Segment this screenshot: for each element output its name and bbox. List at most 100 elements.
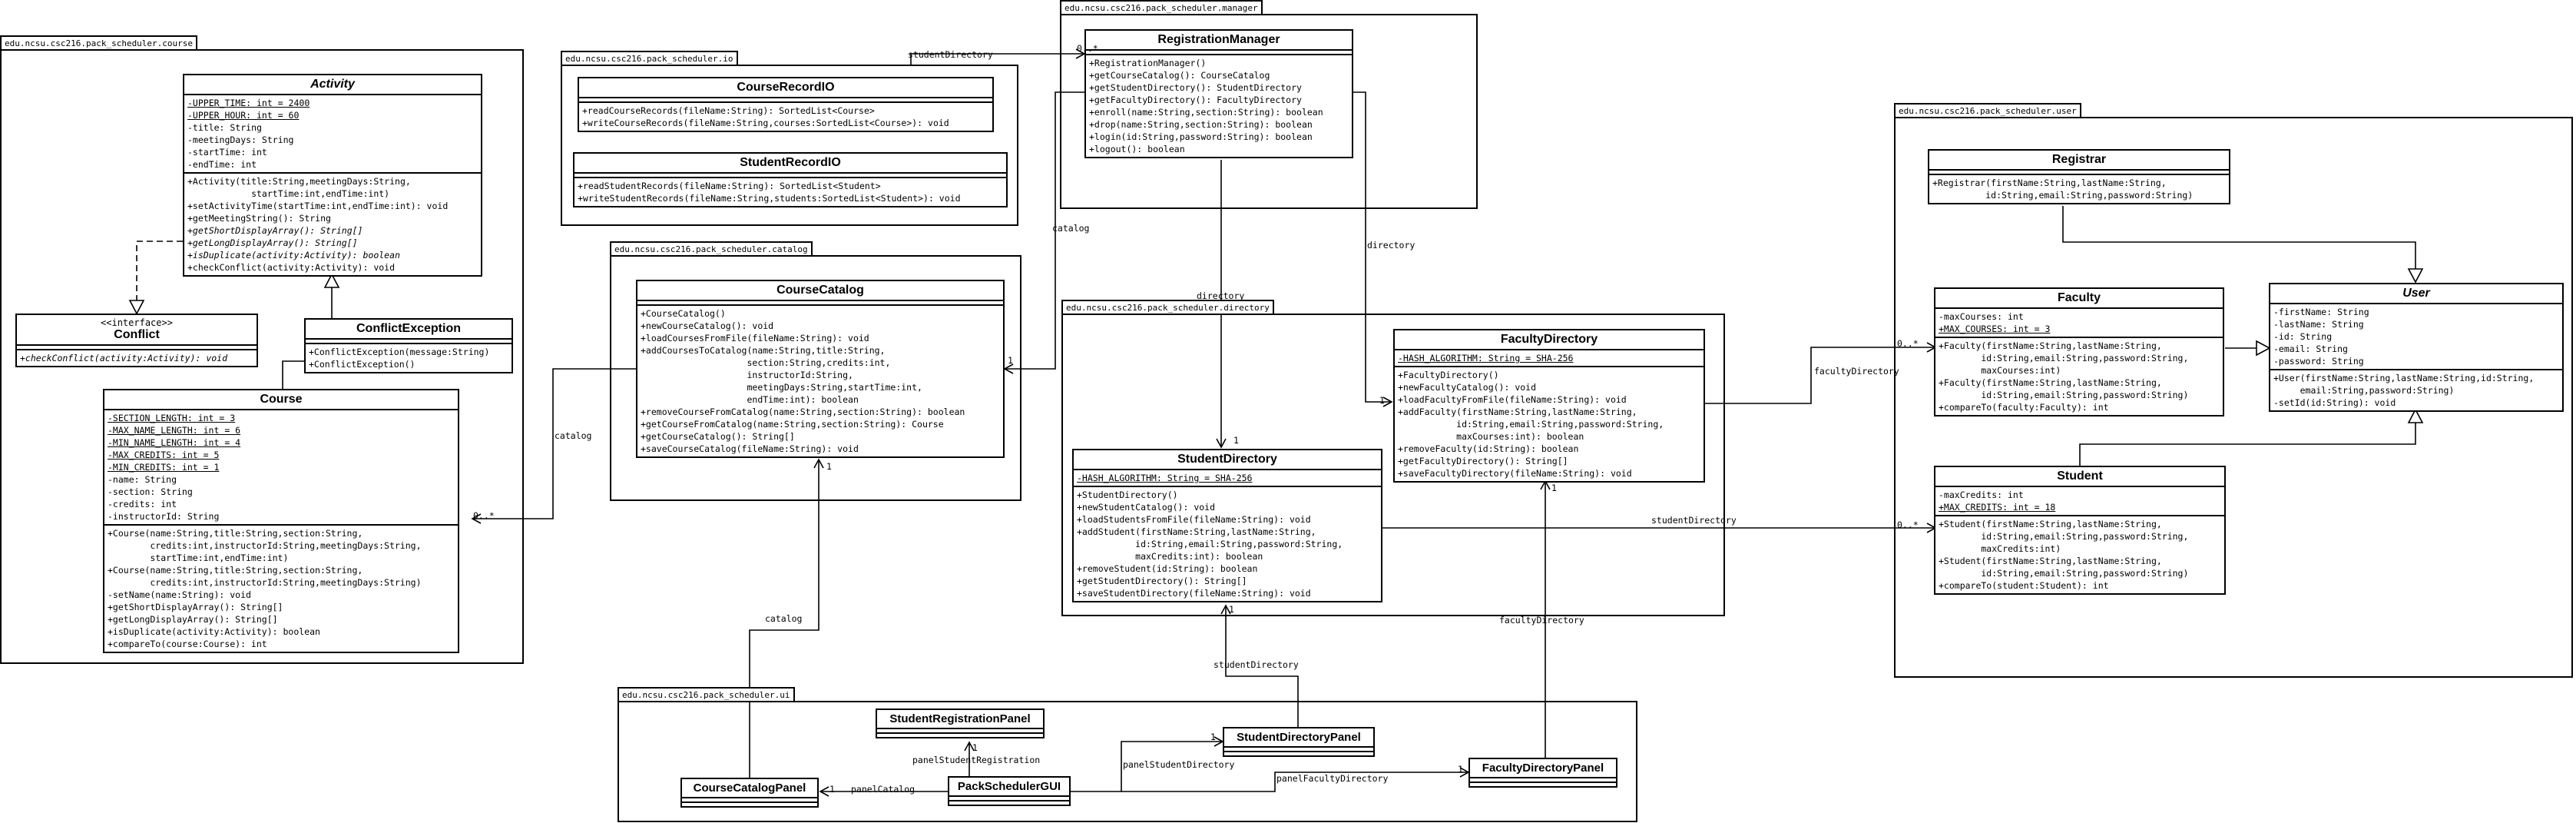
package-directory [1061, 314, 1725, 616]
role-label-catalog-manager: catalog [1052, 223, 1090, 234]
operations: +Registrar(firstName:String,lastName:Str… [1929, 174, 2229, 203]
role-label-directory-manager-2: directory [1367, 240, 1415, 251]
package-tab-user: edu.ncsu.csc216.pack_scheduler.user [1894, 103, 2081, 117]
package-tab-manager: edu.ncsu.csc216.pack_scheduler.manager [1060, 0, 1263, 14]
multiplicity-label: 1 [826, 461, 832, 472]
multiplicity-label: 1 [1458, 764, 1463, 775]
class-course-record-io[interactable]: CourseRecordIO +readCourseRecords(fileNa… [578, 77, 994, 132]
class-course-catalog-panel[interactable]: CourseCatalogPanel [680, 778, 819, 808]
attributes: -maxCredits: int +MAX_CREDITS: int = 18 [1939, 489, 2056, 513]
operations: +RegistrationManager() +getCourseCatalog… [1086, 54, 1352, 157]
operations: +CourseCatalog() +newCourseCatalog(): vo… [637, 304, 1003, 456]
operations: +Faculty(firstName:String,lastName:Strin… [1935, 337, 2223, 415]
generalization-registrar-user [2062, 206, 2424, 284]
generalization-student-user [2079, 408, 2424, 466]
class-name: Student [2057, 470, 2103, 483]
stereotype-label: <<interface>> [101, 317, 173, 328]
operations: +Course(name:String,title:String,section… [104, 524, 458, 652]
multiplicity-label: 0..* [1897, 519, 1919, 530]
class-student-directory[interactable]: StudentDirectory -HASH_ALGORITHM: String… [1072, 449, 1382, 602]
operations: +Student(firstName:String,lastName:Strin… [1935, 515, 2224, 593]
class-name: User [2402, 287, 2430, 300]
class-course-catalog[interactable]: CourseCatalog +CourseCatalog() +newCours… [636, 280, 1005, 458]
class-course[interactable]: Course -SECTION_LENGTH: int = 3 -MAX_NAM… [103, 389, 459, 653]
class-name: Course [260, 393, 303, 406]
class-name: CourseRecordIO [737, 81, 835, 94]
package-user [1894, 117, 2573, 678]
role-label-faculty-directory-ui: facultyDirectory [1499, 615, 1584, 626]
assoc-facultydir-faculty [1705, 342, 1937, 404]
realization-activity-conflict [128, 241, 183, 315]
multiplicity-label: 1 [1379, 395, 1385, 406]
role-label-faculty-directory-user: facultyDirectory [1814, 366, 1899, 377]
class-name: PackSchedulerGUI [957, 780, 1061, 793]
class-name: ConflictException [356, 322, 461, 335]
assoc-catalog-course [471, 368, 636, 524]
class-pack-scheduler-gui[interactable]: PackSchedulerGUI [948, 776, 1071, 806]
role-label-panel-faculty-directory: panelFacultyDirectory [1276, 773, 1389, 784]
operations: +readCourseRecords(fileName:String): Sor… [579, 101, 992, 131]
class-activity[interactable]: Activity -UPPER_TIME: int = 2400 -UPPER_… [183, 74, 482, 277]
operations: +Activity(title:String,meetingDays:Strin… [184, 172, 481, 275]
operations: +User(firstName:String,lastName:String,i… [2270, 369, 2562, 410]
class-user[interactable]: User -firstName: String -lastName: Strin… [2269, 283, 2564, 412]
multiplicity-label: 1 [829, 784, 835, 795]
class-name: Activity [310, 78, 355, 91]
assoc-sdpanel-studentdir [1220, 604, 1299, 728]
package-course [0, 49, 524, 664]
multiplicity-label: 0..* [473, 510, 495, 521]
role-label-catalog-ui: catalog [765, 613, 803, 624]
package-io [561, 65, 1018, 226]
assoc-gui-fdpanel [1121, 767, 1470, 792]
role-label-student-directory-user: studentDirectory [1651, 515, 1737, 526]
class-name: Registrar [2051, 153, 2107, 166]
class-conflict[interactable]: <<interface>>Conflict +checkConflict(act… [15, 314, 258, 367]
class-name: CourseCatalogPanel [693, 782, 806, 795]
class-name: StudentDirectory [1177, 453, 1277, 466]
role-label-student-directory-ui: studentDirectory [1214, 659, 1299, 670]
class-student[interactable]: Student -maxCredits: int +MAX_CREDITS: i… [1934, 466, 2226, 595]
package-tab-ui: edu.ncsu.csc216.pack_scheduler.ui [618, 687, 795, 701]
attributes: -SECTION_LENGTH: int = 3 -MAX_NAME_LENGT… [108, 413, 241, 522]
class-conflict-exception[interactable]: ConflictException +ConflictException(mes… [304, 318, 513, 373]
role-label-panel-student-registration: panelStudentRegistration [912, 755, 1041, 765]
class-name: StudentRegistrationPanel [889, 712, 1031, 725]
class-name: RegistrationManager [1157, 33, 1280, 46]
class-name: FacultyDirectory [1500, 333, 1598, 346]
class-registration-manager[interactable]: RegistrationManager +RegistrationManager… [1084, 29, 1353, 158]
assoc-top-studentdir [910, 48, 1086, 65]
role-label-student-directory-top: studentDirectory [908, 49, 993, 60]
operations: +ConflictException(message:String) +Conf… [306, 343, 512, 372]
assoc-ccpanel-catalog [749, 458, 824, 778]
attributes: -HASH_ALGORITHM: String = SHA-256 [1077, 473, 1253, 483]
class-name: CourseCatalog [776, 284, 864, 297]
role-label-panel-student-directory: panelStudentDirectory [1123, 759, 1235, 770]
multiplicity-label: 1 [972, 742, 978, 753]
operations: +StudentDirectory() +newStudentCatalog()… [1074, 486, 1381, 601]
package-ui [618, 701, 1637, 822]
multiplicity-label: 1 [1233, 435, 1239, 446]
attributes: -maxCourses: int +MAX_COURSES: int = 3 [1939, 311, 2051, 334]
class-faculty-directory-panel[interactable]: FacultyDirectoryPanel [1468, 758, 1617, 788]
multiplicity-label: 0..* [1897, 338, 1919, 349]
class-faculty[interactable]: Faculty -maxCourses: int +MAX_COURSES: i… [1934, 287, 2224, 416]
role-label-directory-manager: directory [1197, 290, 1245, 301]
operations: +checkConflict(activity:Activity): void [17, 349, 257, 366]
role-label-panel-catalog: panelCatalog [851, 784, 916, 795]
class-name: Faculty [2057, 291, 2101, 304]
multiplicity-label: 1 [1008, 355, 1013, 366]
operations: +readStudentRecords(fileName:String): So… [574, 177, 1006, 206]
class-student-registration-panel[interactable]: StudentRegistrationPanel [876, 709, 1045, 738]
multiplicity-label: 1 [1210, 732, 1216, 742]
class-registrar[interactable]: Registrar +Registrar(firstName:String,la… [1928, 149, 2230, 204]
class-student-record-io[interactable]: StudentRecordIO +readStudentRecords(file… [573, 152, 1008, 207]
multiplicity-label: 0..* [1077, 43, 1098, 54]
class-name: StudentRecordIO [740, 156, 841, 169]
class-faculty-directory[interactable]: FacultyDirectory -HASH_ALGORITHM: String… [1393, 329, 1705, 483]
class-student-directory-panel[interactable]: StudentDirectoryPanel [1223, 727, 1375, 757]
role-label-catalog-course: catalog [555, 430, 592, 441]
class-name: FacultyDirectoryPanel [1482, 762, 1604, 775]
package-manager [1060, 14, 1478, 209]
attributes: -firstName: String -lastName: String -id… [2273, 307, 2369, 367]
package-tab-directory: edu.ncsu.csc216.pack_scheduler.directory [1061, 300, 1274, 314]
